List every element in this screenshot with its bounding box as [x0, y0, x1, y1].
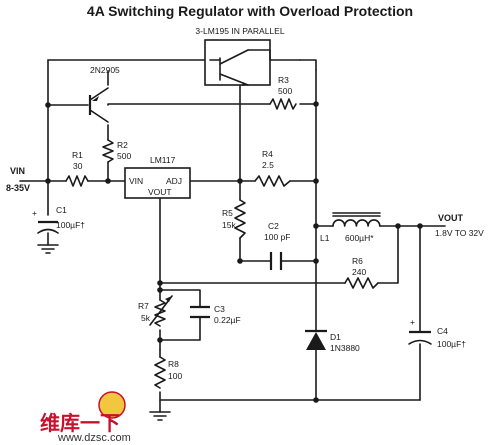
resistor-r6: R6 240 — [344, 256, 379, 289]
q-2n2905-label: 2N2905 — [90, 65, 120, 75]
svg-text:C4: C4 — [437, 326, 448, 336]
svg-text:5k: 5k — [141, 313, 151, 323]
wires — [19, 59, 446, 413]
svg-text:VIN: VIN — [129, 176, 143, 186]
svg-text:C1: C1 — [56, 205, 67, 215]
svg-text:1N3880: 1N3880 — [330, 343, 360, 353]
q-2n2905: 2N2905 — [88, 65, 120, 123]
svg-text:500: 500 — [117, 151, 131, 161]
vin-label: VIN 8-35V — [6, 166, 30, 193]
junctions — [45, 101, 423, 403]
svg-text:C2: C2 — [268, 221, 279, 231]
svg-text:R6: R6 — [352, 256, 363, 266]
inductor-l1: L1 600µH* — [320, 212, 381, 243]
svg-text:0.22µF: 0.22µF — [214, 315, 241, 325]
svg-text:R3: R3 — [278, 75, 289, 85]
ground-main — [149, 411, 171, 421]
resistor-r1: R1 30 — [65, 150, 89, 187]
svg-text:LM117: LM117 — [150, 155, 176, 165]
svg-text:100 pF: 100 pF — [264, 232, 290, 242]
svg-text:C3: C3 — [214, 304, 225, 314]
lm117-regulator: LM117 VIN ADJ VOUT — [124, 155, 191, 199]
resistor-r3: R3 500 — [269, 75, 297, 110]
capacitor-c3: C3 0.22µF — [190, 304, 241, 325]
resistor-r5: R5 15k — [222, 199, 246, 239]
svg-text:15k: 15k — [222, 220, 236, 230]
svg-text:R7: R7 — [138, 301, 149, 311]
watermark-text: 维库一下 — [40, 411, 120, 435]
svg-text:VOUT: VOUT — [148, 187, 172, 197]
svg-text:ADJ: ADJ — [166, 176, 182, 186]
svg-text:R1: R1 — [72, 150, 83, 160]
svg-text:R2: R2 — [117, 140, 128, 150]
svg-text:240: 240 — [352, 267, 366, 277]
svg-text:VOUT: VOUT — [438, 213, 464, 223]
svg-text:600µH*: 600µH* — [345, 233, 374, 243]
svg-text:100µF†: 100µF† — [437, 339, 466, 349]
svg-text:30: 30 — [73, 161, 83, 171]
svg-text:+: + — [410, 317, 415, 327]
capacitor-c2: C2 100 pF — [264, 221, 290, 270]
svg-text:R8: R8 — [168, 359, 179, 369]
lm195-transistor-array: 3-LM195 IN PARALLEL — [195, 26, 301, 86]
svg-text:R4: R4 — [262, 149, 273, 159]
lm195-label: 3-LM195 IN PARALLEL — [195, 26, 284, 36]
potentiometer-r7: R7 5k — [138, 295, 173, 327]
resistor-r8: R8 100 — [154, 356, 182, 389]
resistor-r2: R2 500 — [102, 139, 131, 163]
svg-text:1.8V TO 32V: 1.8V TO 32V — [435, 228, 484, 238]
svg-text:+: + — [32, 208, 37, 218]
svg-text:R5: R5 — [222, 208, 233, 218]
svg-text:D1: D1 — [330, 332, 341, 342]
svg-text:100: 100 — [168, 371, 182, 381]
svg-text:VIN: VIN — [10, 166, 25, 176]
diode-d1: D1 1N3880 — [305, 329, 360, 353]
svg-text:100µF†: 100µF† — [56, 220, 85, 230]
watermark-url: www.dzsc.com — [57, 432, 131, 444]
watermark: 维库一下 www.dzsc.com — [40, 391, 131, 444]
svg-text:L1: L1 — [320, 233, 330, 243]
vout-label: VOUT 1.8V TO 32V — [435, 213, 484, 238]
svg-text:8-35V: 8-35V — [6, 183, 30, 193]
ground-c1 — [37, 244, 59, 254]
svg-text:500: 500 — [278, 86, 292, 96]
svg-text:2.5: 2.5 — [262, 160, 274, 170]
page-title: 4A Switching Regulator with Overload Pro… — [87, 3, 413, 19]
capacitor-c4: + C4 100µF† — [408, 317, 466, 349]
resistor-r4: R4 2.5 — [254, 149, 291, 187]
capacitor-c1: + C1 100µF† — [32, 205, 85, 234]
